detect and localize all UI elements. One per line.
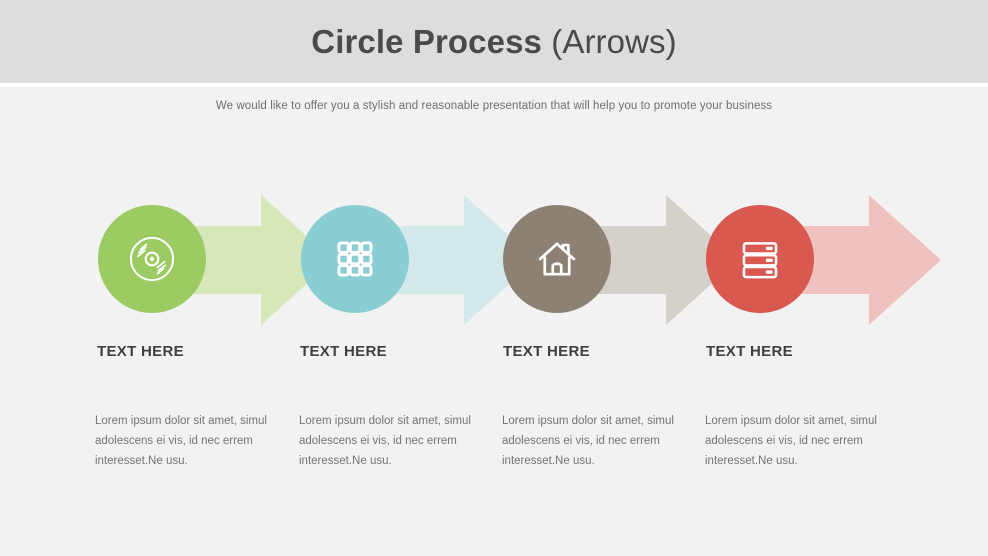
process-step-2[interactable] xyxy=(301,195,536,325)
process-step-3[interactable] xyxy=(503,195,738,325)
grid-squares-icon xyxy=(337,241,373,277)
page-title-light: (Arrows) xyxy=(551,23,677,60)
step-heading-4: TEXT HERE xyxy=(706,343,793,360)
step-body-4: Lorem ipsum dolor sit amet, simul adoles… xyxy=(705,415,877,467)
step-circle-2[interactable] xyxy=(301,205,409,313)
process-step-4[interactable] xyxy=(706,195,941,325)
home-icon xyxy=(538,242,576,276)
step-heading-3: TEXT HERE xyxy=(503,343,590,360)
step-circle-4[interactable] xyxy=(706,205,814,313)
step-heading-1: TEXT HERE xyxy=(97,343,184,360)
page-title: Circle Process (Arrows) xyxy=(0,0,988,83)
step-heading-2: TEXT HERE xyxy=(300,343,387,360)
process-step-1[interactable] xyxy=(98,195,333,325)
step-body-1: Lorem ipsum dolor sit amet, simul adoles… xyxy=(95,415,267,467)
step-circle-3[interactable] xyxy=(503,205,611,313)
subtitle: We would like to offer you a stylish and… xyxy=(215,100,773,112)
process-diagram xyxy=(0,195,988,325)
header-band xyxy=(0,0,988,83)
compact-disc-icon xyxy=(129,236,175,282)
server-stack-icon xyxy=(742,242,778,279)
page-title-bold: Circle Process xyxy=(311,23,542,60)
step-body-2: Lorem ipsum dolor sit amet, simul adoles… xyxy=(299,415,471,467)
step-circle-1[interactable] xyxy=(98,205,206,313)
header-divider xyxy=(0,83,988,87)
step-body-3: Lorem ipsum dolor sit amet, simul adoles… xyxy=(502,415,674,467)
